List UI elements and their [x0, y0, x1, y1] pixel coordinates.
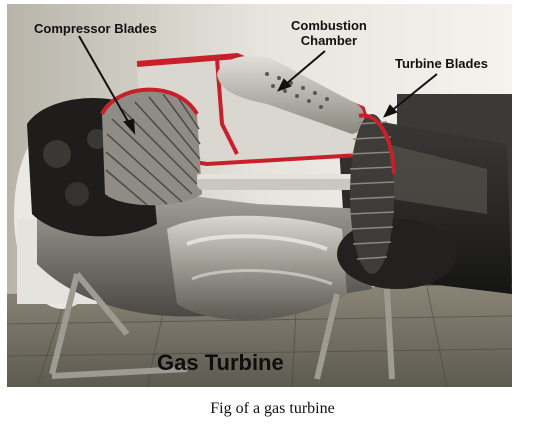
floor-tiles: [7, 286, 512, 387]
gas-turbine-photo: Compressor Blades Combustion Chamber Tur…: [7, 4, 512, 387]
combustion-chamber-label-line1: Combustion: [291, 18, 367, 33]
gas-turbine-illustration: [7, 4, 512, 387]
exhaust-cutaway: [387, 144, 487, 214]
combustion-chamber: [217, 55, 365, 134]
annotation-arrows: [78, 35, 438, 135]
exhaust-duct: [167, 215, 347, 321]
turbine-blades-label: Turbine Blades: [395, 56, 488, 71]
support-stand: [49, 272, 395, 380]
photo-title: Gas Turbine: [157, 350, 284, 375]
turbine-blades: [349, 113, 396, 274]
compressor-blades: [100, 87, 202, 206]
combustion-chamber-label-line2: Chamber: [300, 33, 358, 48]
figure-caption: Fig of a gas turbine: [210, 400, 335, 417]
combustion-chamber-label: Combustion Chamber: [291, 18, 367, 48]
combustion-holes: [265, 72, 329, 109]
compressor-blades-label: Compressor Blades: [34, 21, 157, 36]
